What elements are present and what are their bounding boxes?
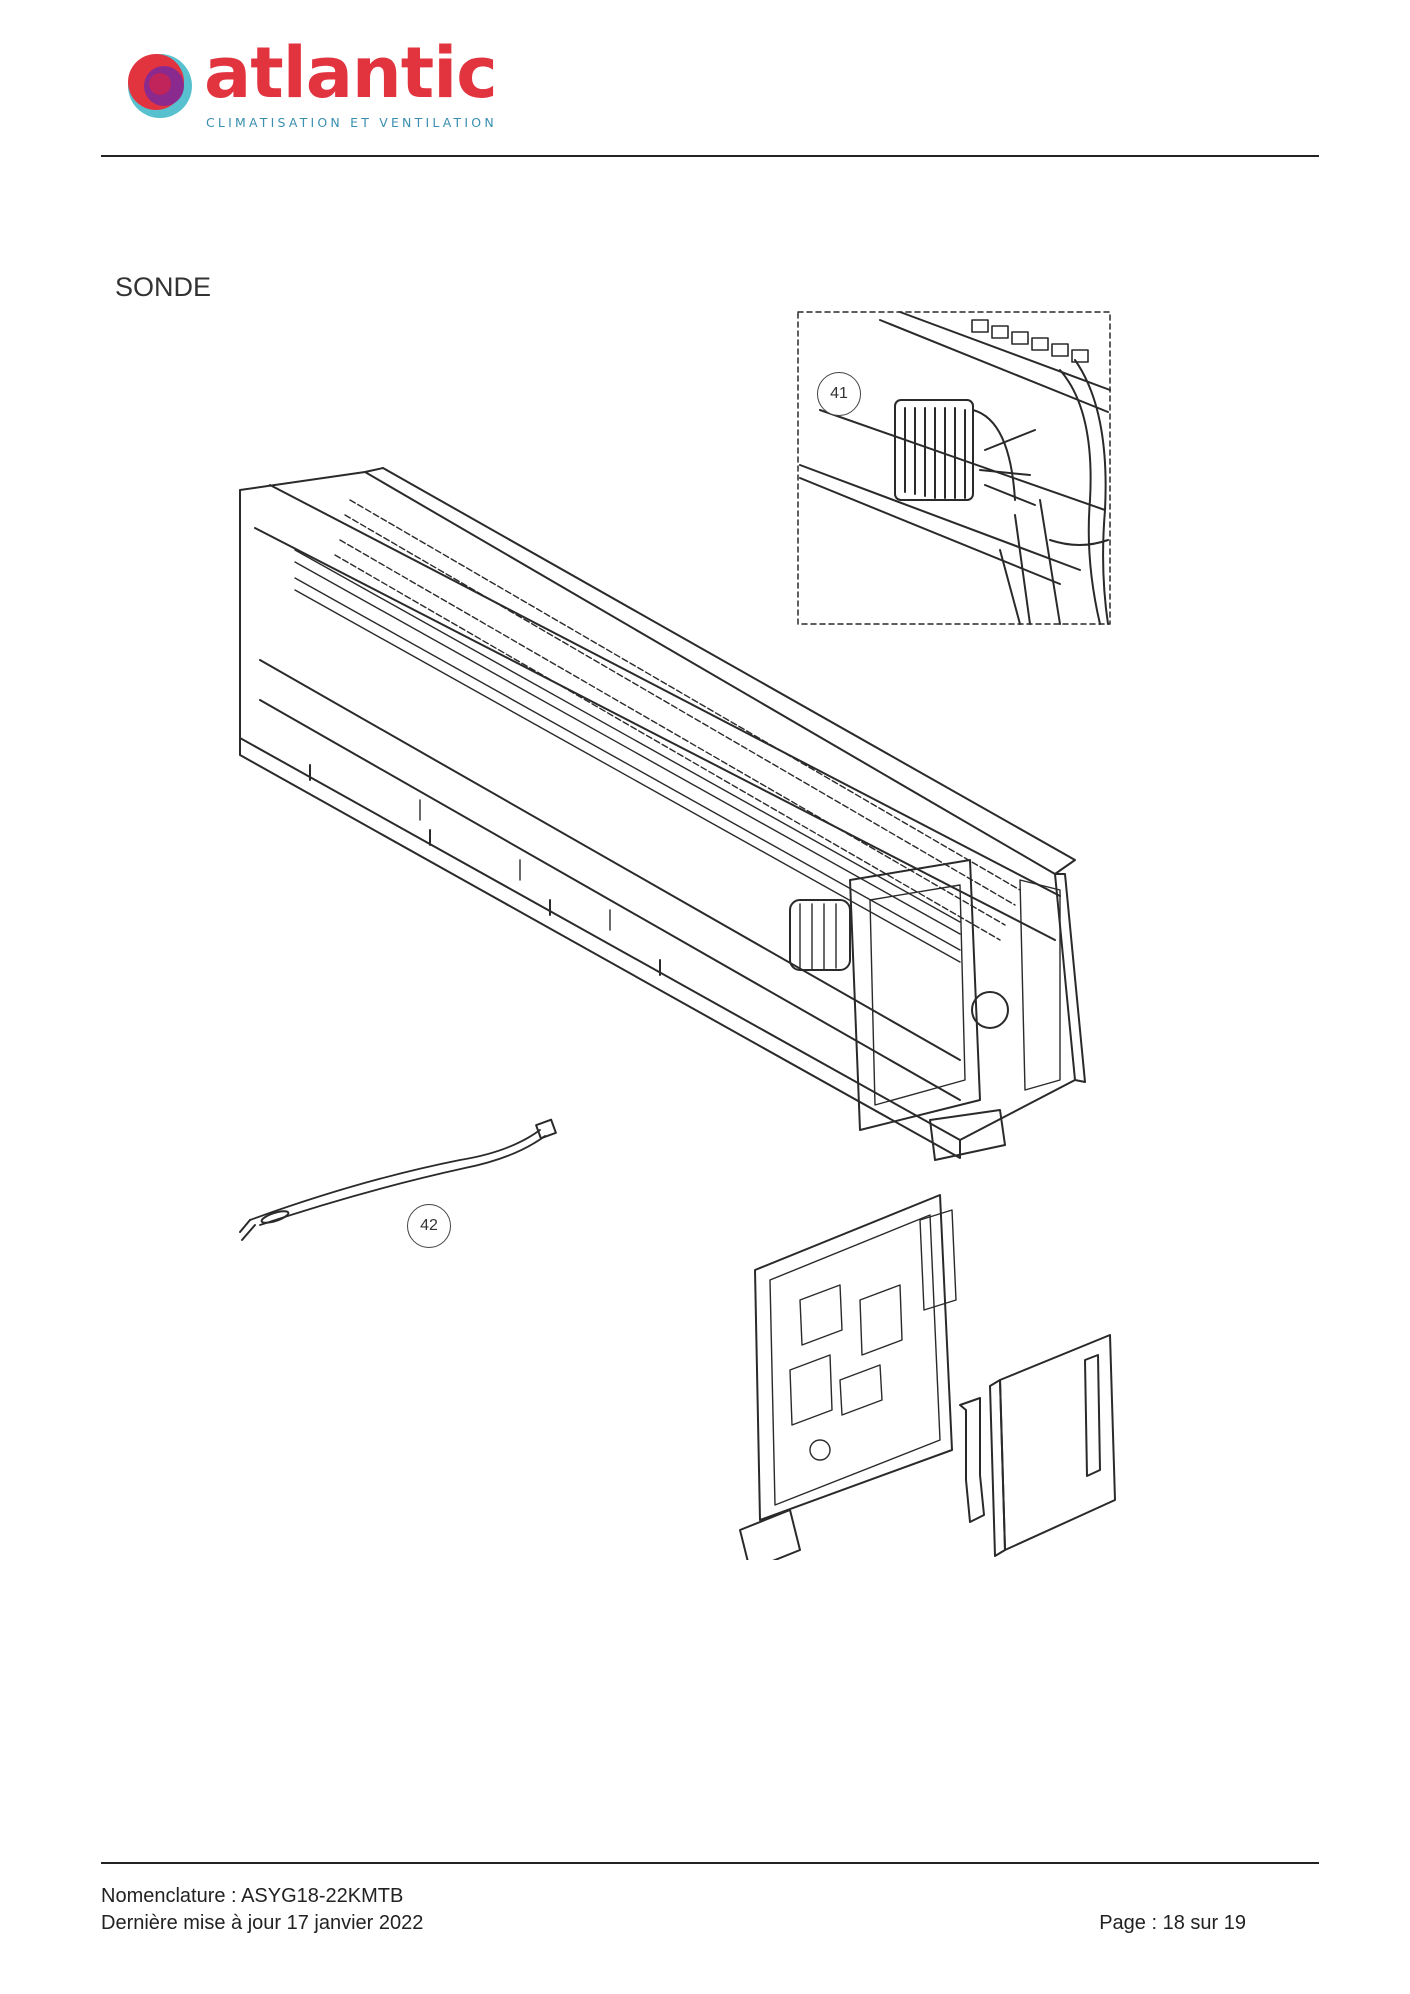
page-number: Page : 18 sur 19 (1099, 1912, 1246, 1934)
detail-inset (797, 311, 1111, 625)
callout-42: 42 (407, 1204, 451, 1248)
brand-logo: atlantic CLIMATISATION ET VENTILATION (120, 38, 500, 134)
sensor-detail (894, 399, 1036, 506)
control-box-cover (959, 1334, 1116, 1557)
exploded-view-diagram (239, 311, 1116, 1560)
section-title: SONDE (115, 272, 212, 302)
indoor-unit-body (239, 467, 1086, 1161)
brand-tagline: CLIMATISATION ET VENTILATION (206, 115, 497, 130)
callout-41: 41 (817, 372, 861, 416)
brand-name: atlantic (204, 32, 498, 114)
footer-divider (101, 1862, 1319, 1864)
footer-nomenclature: Nomenclature : ASYG18-22KMTB (101, 1885, 404, 1907)
brand-logo-icon (128, 54, 192, 118)
header-divider (101, 155, 1319, 157)
footer-last-update: Dernière mise à jour 17 janvier 2022 (101, 1912, 424, 1934)
control-box (739, 1194, 957, 1560)
sensor-probe-wire (239, 1118, 557, 1241)
